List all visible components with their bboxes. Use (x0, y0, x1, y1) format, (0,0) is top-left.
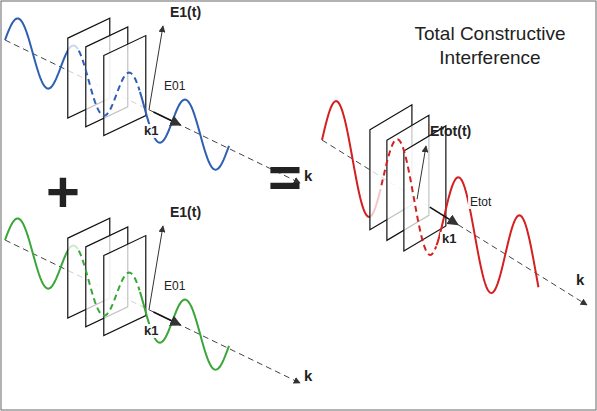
wave-curve-hidden (79, 251, 140, 316)
field-vector (149, 226, 163, 310)
wave-vector (430, 207, 458, 224)
title: Total Constructive Interference (395, 22, 585, 70)
propagation-axis (5, 240, 300, 383)
field-label: E1(t) (170, 5, 201, 20)
wave-curve (140, 292, 229, 370)
equals-sign: = (268, 145, 302, 209)
plus-sign: + (46, 160, 80, 224)
wave-group (5, 18, 587, 383)
wave-vector-label: k1 (440, 232, 458, 246)
axis-label: k (304, 168, 312, 185)
wave-vector-label: k1 (142, 124, 160, 138)
wave-curve (5, 218, 78, 288)
wave-curve (437, 177, 539, 293)
amplitude-label: E01 (162, 80, 187, 93)
amplitude-label: Etot (468, 196, 493, 209)
propagation-axis (322, 140, 587, 305)
amplitude-label: E01 (162, 280, 187, 293)
wave-curve (140, 92, 229, 170)
wavefront-plane (104, 236, 146, 336)
wave-vector-label: k1 (142, 324, 160, 338)
axis-label: k (304, 368, 312, 385)
wave-curve-hidden (381, 139, 436, 255)
field-label: E1(t) (170, 205, 201, 220)
field-label: Etot(t) (430, 124, 471, 139)
field-vector (417, 146, 426, 199)
wave-curve-hidden (79, 51, 140, 116)
axis-label: k (576, 272, 584, 289)
wave-curve (5, 18, 78, 88)
field-vector (149, 26, 163, 110)
wavefront-plane (104, 36, 146, 136)
